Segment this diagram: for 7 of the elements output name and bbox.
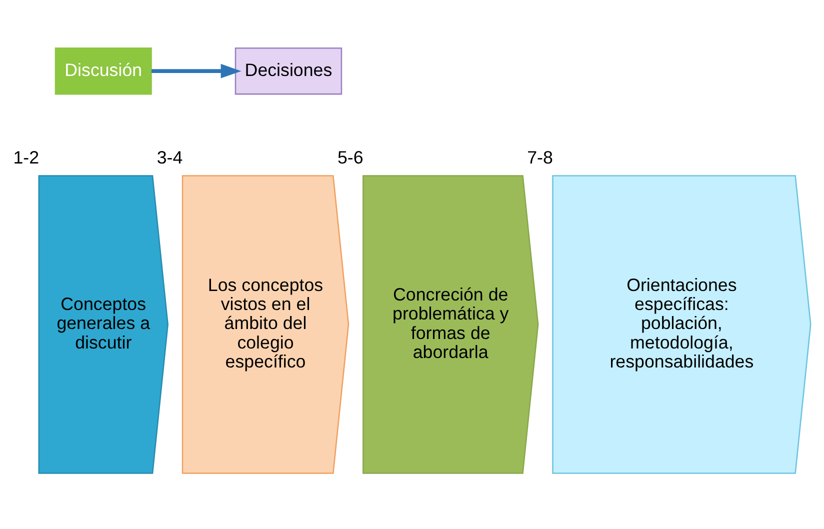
node-label: 7-8 bbox=[527, 147, 553, 168]
node-label: 1-2 bbox=[13, 147, 40, 168]
node-label: 3-4 bbox=[156, 147, 183, 168]
arrow bbox=[151, 64, 242, 78]
node-label: 5-6 bbox=[337, 147, 364, 168]
node-box: Discusión bbox=[54, 47, 152, 95]
node-box: Decisiones bbox=[234, 47, 342, 95]
